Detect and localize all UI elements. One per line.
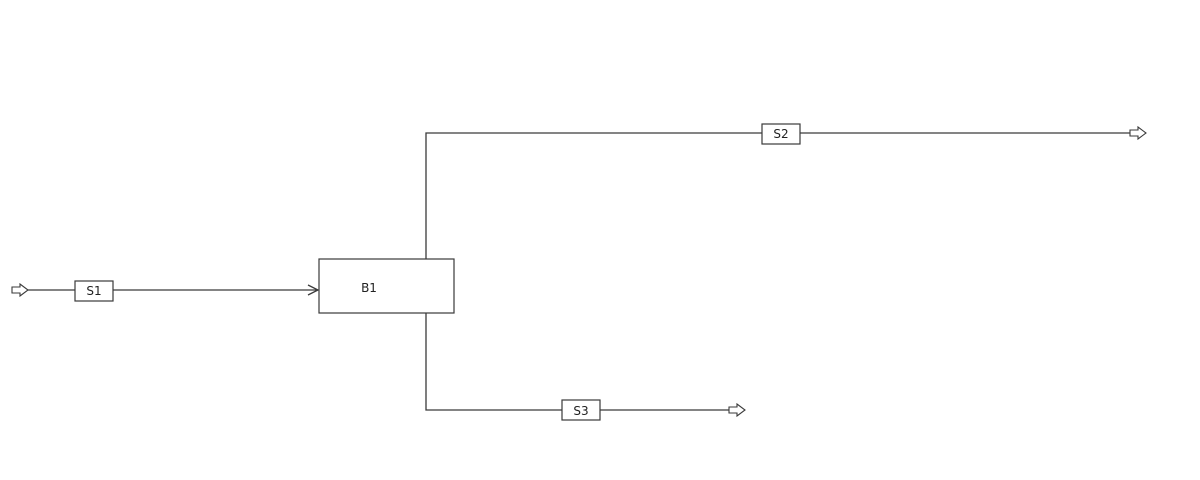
feed-port-icon (11, 282, 29, 298)
stream-s3[interactable]: S3 (425, 313, 746, 421)
stream-s2-line (425, 132, 1130, 259)
stream-s2[interactable]: S2 (425, 123, 1147, 259)
stream-s1-label: S1 (86, 284, 101, 298)
stream-s3-label: S3 (573, 404, 588, 418)
stream-s2-label: S2 (773, 127, 788, 141)
stream-s2-label-box (761, 123, 801, 145)
product-port-s2-icon (1129, 125, 1147, 141)
stream-s3-line (425, 313, 729, 411)
product-port-s3-icon (728, 402, 746, 418)
block-b1-label: B1 (361, 281, 377, 295)
stream-s1[interactable]: S1 (11, 280, 320, 302)
block-b1[interactable]: B1 (318, 258, 455, 314)
block-b1-rect (318, 258, 455, 314)
stream-s1-arrowhead-icon (307, 284, 320, 296)
stream-s3-label-box (561, 399, 601, 421)
stream-s1-label-box (74, 280, 114, 302)
